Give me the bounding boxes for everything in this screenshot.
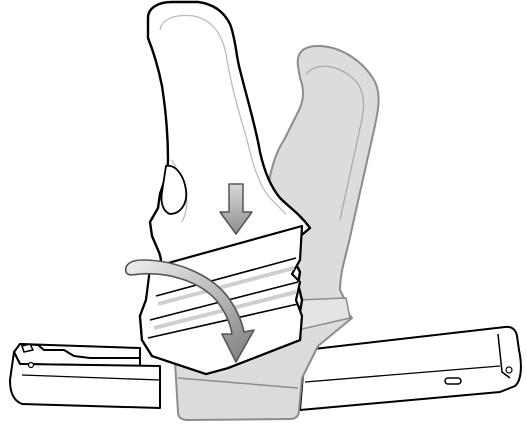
cradle-left-latch: [22, 344, 33, 352]
cradle-screw-right: [506, 367, 512, 373]
cradle-body-right: [300, 327, 521, 410]
cradle-indicator-slot: [445, 378, 461, 384]
cradle-screw-left: [29, 363, 34, 368]
